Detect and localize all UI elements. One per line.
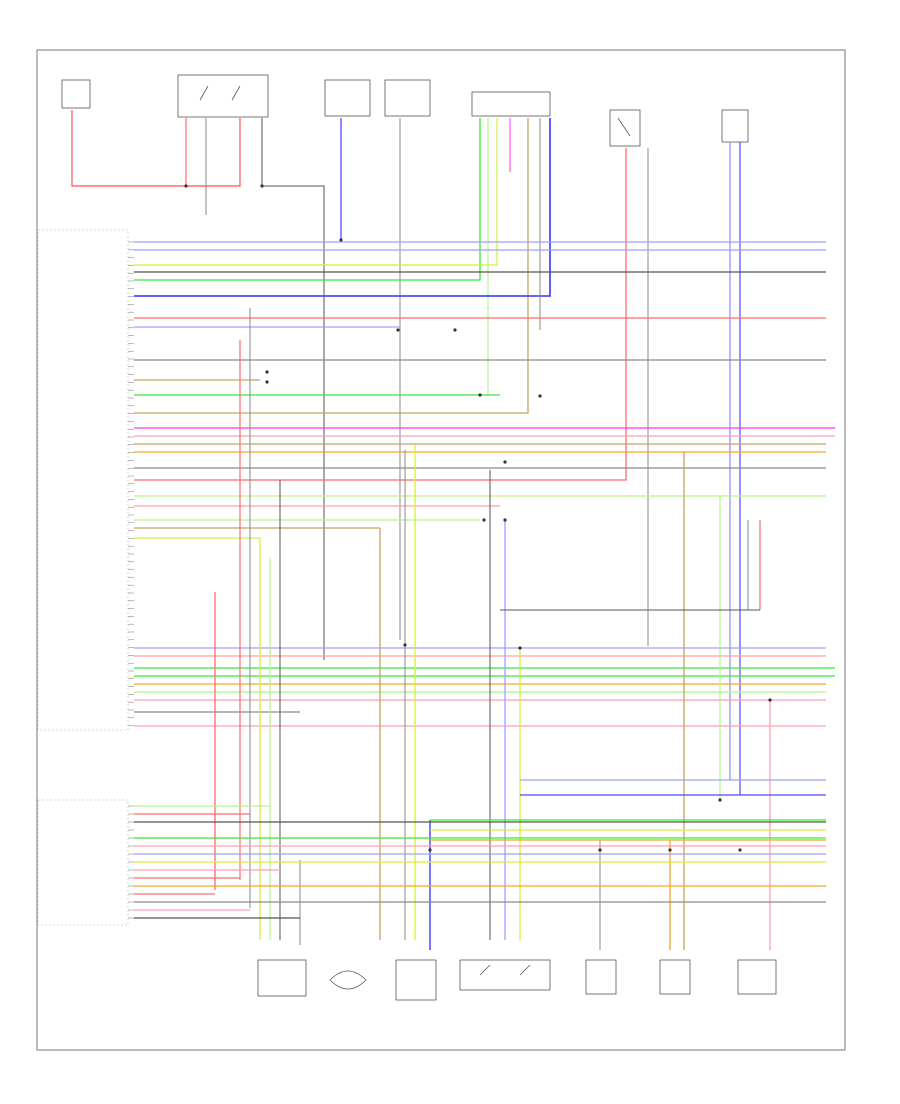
splice-dot-8: [265, 370, 269, 374]
component-ect-sensor: [737, 959, 777, 995]
splice-dots: [184, 184, 772, 852]
splice-dot-19: [738, 848, 742, 852]
component-iat-sensor: [659, 959, 691, 995]
o2-sensor-switch: [479, 964, 531, 976]
tcm-block: [37, 799, 129, 926]
diagram-border: [36, 49, 846, 1051]
splice-dot-12: [718, 798, 722, 802]
splice-dot-15: [518, 646, 522, 650]
wire-inj-yellowgreen: [134, 118, 498, 266]
component-hot-in-start: [384, 79, 431, 117]
component-a-t-solenoid: [257, 959, 307, 997]
component-fuel-injectors: [471, 91, 551, 117]
splice-dot-3: [478, 393, 482, 397]
fuse-relay-switch: [199, 85, 241, 101]
wire-map-red: [134, 148, 627, 481]
bottom-components: [257, 959, 777, 1001]
splice-dot-4: [503, 518, 507, 522]
component-hot-at-all-times: [61, 79, 91, 109]
splice-dot-14: [403, 643, 407, 647]
component-o2-sensor: [459, 959, 551, 991]
component-fuse-relay-box: [177, 74, 269, 118]
wire-relay-darkgray: [261, 118, 325, 660]
wire-hot-red: [71, 110, 241, 187]
connector-pins: [128, 241, 134, 919]
splice-dot-9: [265, 380, 269, 384]
component-crank-sensor: [329, 970, 367, 990]
splice-dot-0: [184, 184, 188, 188]
splice-dot-11: [396, 328, 400, 332]
component-map-sensor: [609, 109, 641, 147]
splice-dot-7: [538, 394, 542, 398]
splice-dot-6: [503, 460, 507, 464]
component-knock-sensor: [585, 959, 617, 995]
splice-dot-13: [768, 698, 772, 702]
component-vehicle-speed-sensor: [395, 959, 437, 1001]
ecm-block: [37, 229, 129, 731]
wire-inj-tan: [134, 118, 529, 414]
wires: [71, 110, 835, 950]
top-components: [61, 74, 749, 147]
splice-dot-1: [339, 238, 343, 242]
splice-dot-16: [428, 848, 432, 852]
splice-dot-10: [453, 328, 457, 332]
splice-dot-2: [260, 184, 264, 188]
component-throttle-position-sensor: [721, 109, 749, 143]
wire-inj-green: [134, 118, 481, 281]
splice-dot-5: [482, 518, 486, 522]
map-sensor-element: [617, 117, 631, 137]
splice-dot-17: [598, 848, 602, 852]
splice-dot-18: [668, 848, 672, 852]
component-hot-in-run: [324, 79, 371, 117]
wire-inj-blue: [134, 118, 551, 297]
